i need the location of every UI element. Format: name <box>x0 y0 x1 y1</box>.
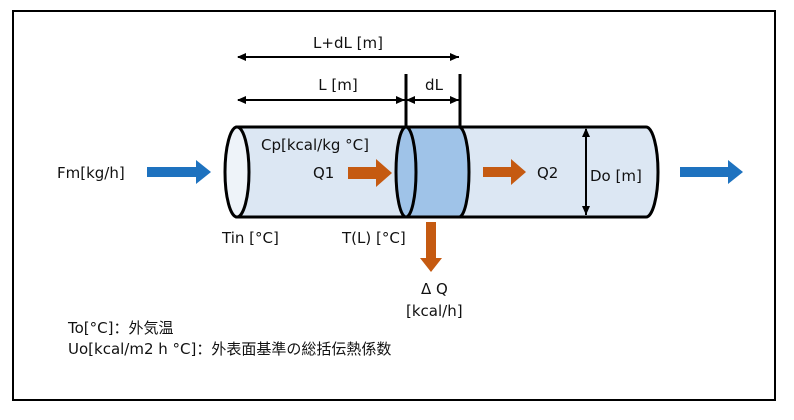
flow-label: Fm[kg/h] <box>57 164 125 182</box>
diameter-label: Do [m] <box>590 167 642 185</box>
q2-arrow <box>483 159 526 185</box>
note-to: To[°C]：外気温 <box>68 319 174 337</box>
heat-loss-unit: [kcal/h] <box>406 302 463 320</box>
segment-dl-left-face <box>394 125 418 219</box>
note-uo: Uo[kcal/m2 h °C]：外表面基準の総括伝熱係数 <box>68 340 392 358</box>
q1-label: Q1 <box>313 164 334 182</box>
outlet-flow-arrow <box>680 160 743 184</box>
pipe-inlet-end <box>223 125 251 219</box>
segment-dl-right-edge <box>458 125 471 219</box>
heat-loss-label: Δ Q <box>421 280 448 298</box>
total-length-label: L+dL [m] <box>313 34 383 52</box>
length-label: L [m] <box>318 76 357 94</box>
q2-label: Q2 <box>537 164 558 182</box>
inlet-flow-arrow <box>147 160 211 184</box>
tin-label: Tin [°C] <box>221 229 279 247</box>
segment-label: dL <box>425 76 444 94</box>
cp-label: Cp[kcal/kg °C] <box>261 136 369 154</box>
heat-loss-arrow <box>420 222 442 272</box>
tl-label: T(L) [°C] <box>341 229 406 247</box>
q1-arrow <box>348 159 392 187</box>
